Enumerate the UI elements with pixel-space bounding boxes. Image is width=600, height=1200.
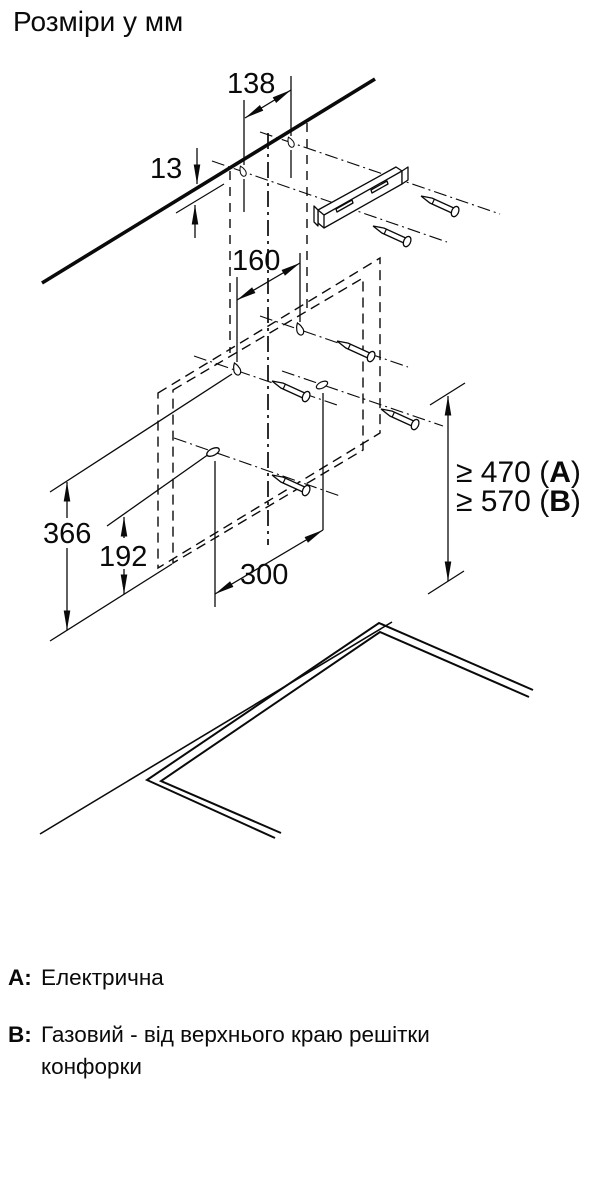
wall-anchor [314, 378, 330, 392]
hood-outline-front [157, 256, 381, 570]
wall-anchor [293, 321, 306, 337]
dim-160 [236, 253, 301, 362]
legend-text-b: Газовий - від верхнього краю решітки кон… [41, 1022, 430, 1079]
dim-366 [49, 373, 233, 642]
screw [334, 335, 378, 364]
dim-label-366: 366 [43, 518, 91, 550]
dim-13 [191, 148, 201, 238]
dim-300 [214, 393, 324, 607]
cooktop-outline [144, 621, 534, 839]
page-title: Розміри у мм [13, 6, 184, 37]
legend-key-a: A: [8, 965, 32, 990]
keyhole-slot [285, 135, 296, 149]
dim-192 [106, 453, 210, 594]
clearance-label-electric: ≥ 470 (A) [456, 456, 581, 489]
screw [378, 403, 422, 432]
dim-label-138: 138 [227, 68, 275, 100]
dim-label-13: 13 [150, 153, 182, 185]
wall-anchor [204, 445, 222, 459]
legend-text-a: Електрична [41, 965, 164, 990]
dim-label-300: 300 [240, 559, 288, 591]
screw [269, 375, 313, 404]
dim-label-160: 160 [232, 245, 280, 277]
clearance-label-gas: ≥ 570 (B) [456, 485, 581, 518]
legend-key-b: B: [8, 1022, 32, 1047]
dim-label-192: 192 [99, 541, 147, 573]
duct-outline [229, 123, 308, 353]
screw [370, 220, 414, 249]
ceiling-line [41, 77, 376, 285]
legend-item-gas: B: Газовий - від верхнього краю решітки к… [8, 1019, 491, 1083]
mounting-bracket [313, 166, 409, 229]
screw [418, 190, 462, 219]
anchor-leader-lines [173, 131, 501, 497]
ceiling-offset-line [175, 183, 225, 214]
counter-edge-line [39, 621, 393, 835]
dim-138 [243, 76, 292, 212]
dim-clearance [427, 382, 466, 595]
installation-diagram: 13 138 160 366 192 300 ≥ 470 (A) ≥ 570 (… [39, 68, 581, 839]
legend-item-electric: A: Електрична [8, 962, 491, 994]
keyhole-slot [237, 164, 248, 178]
